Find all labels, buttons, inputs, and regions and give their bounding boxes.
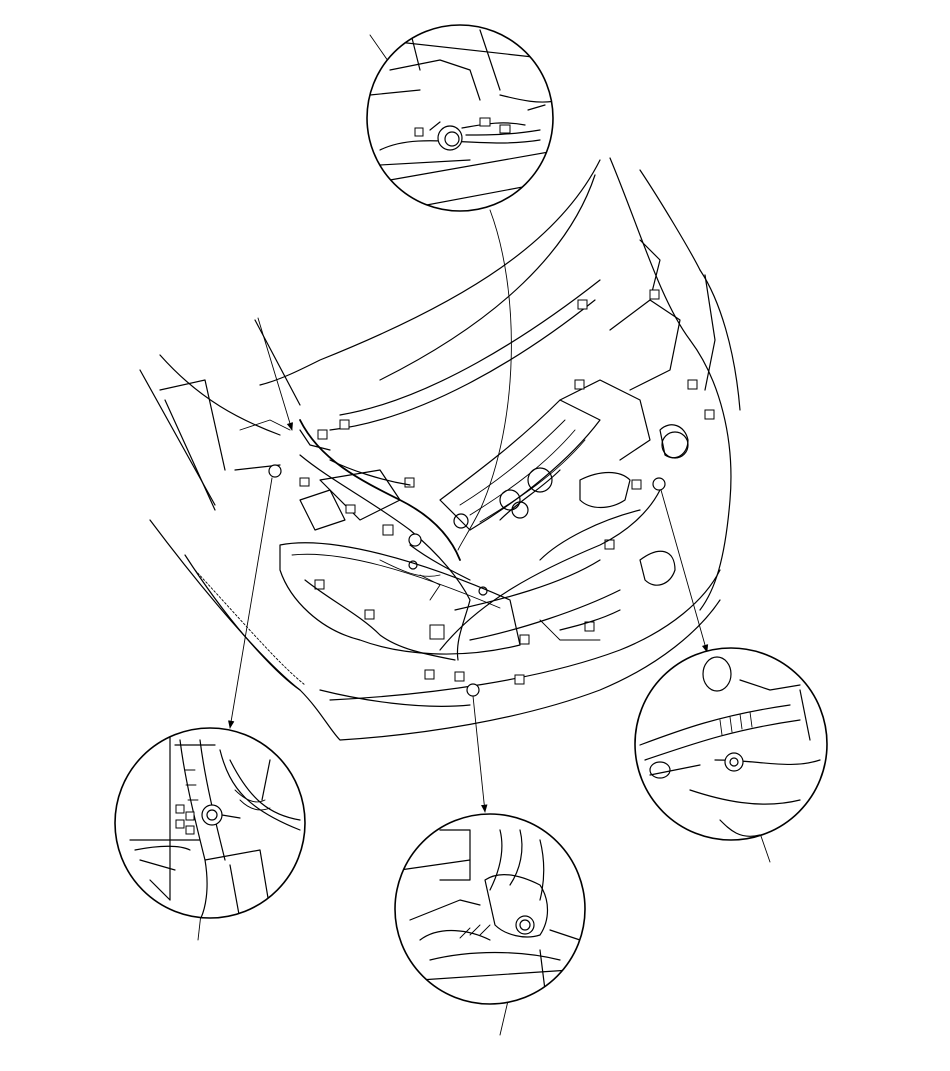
ground-bolt bbox=[408, 533, 422, 547]
ground-bolt bbox=[652, 477, 666, 491]
callout-bottom-detail bbox=[394, 813, 586, 1005]
callout-right-detail bbox=[634, 647, 828, 841]
callout-top-detail bbox=[366, 24, 554, 212]
ground-bolt bbox=[466, 683, 480, 697]
callout-left-detail bbox=[114, 727, 306, 919]
ground-bolt bbox=[268, 464, 282, 478]
vehicle-front-view bbox=[139, 157, 741, 741]
